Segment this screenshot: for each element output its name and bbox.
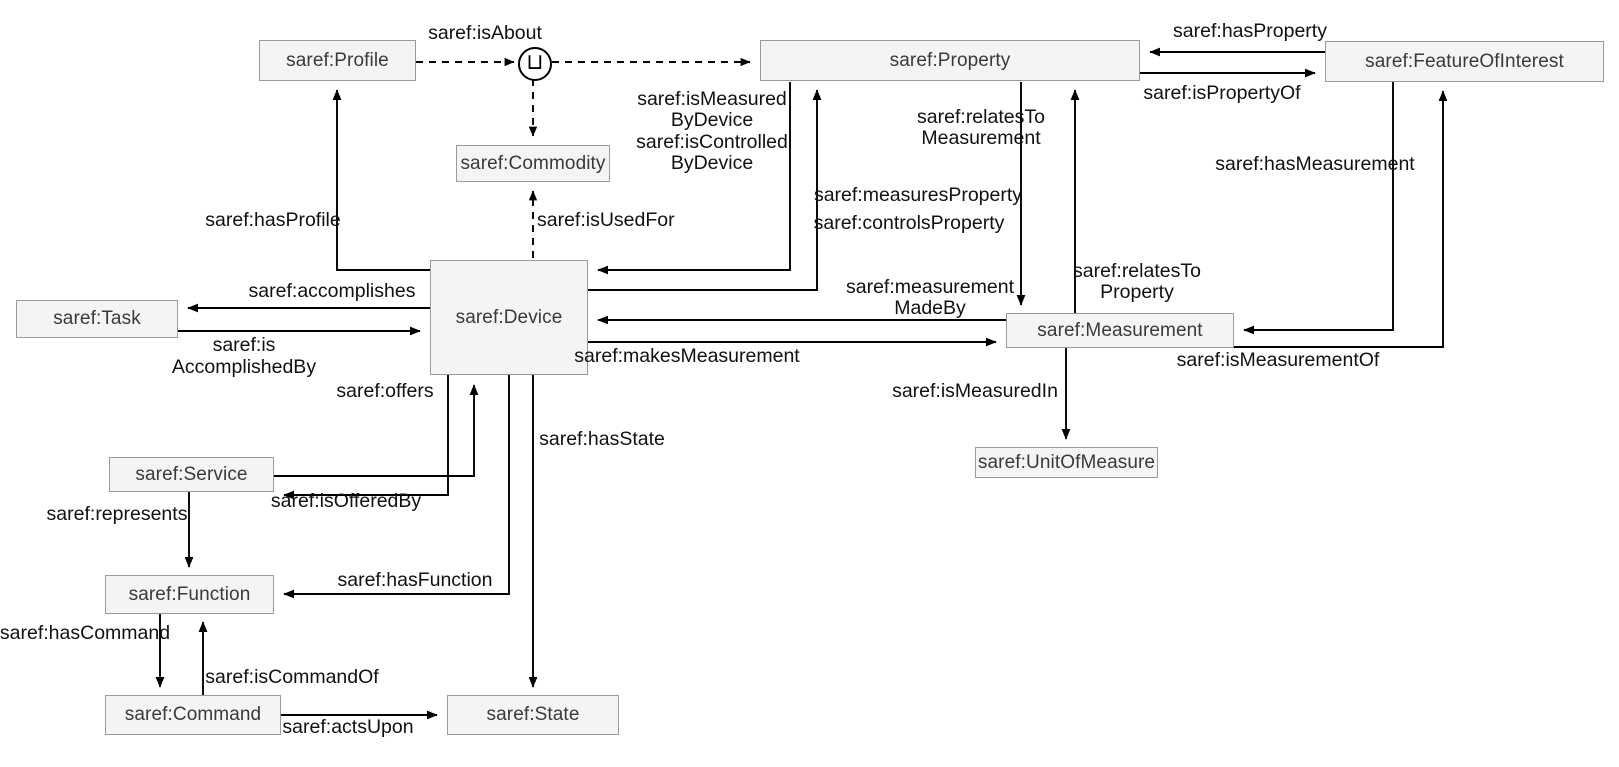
node-label: saref:Device bbox=[455, 306, 563, 328]
node-saref-state[interactable]: saref:State bbox=[447, 695, 619, 735]
edge-hasProfile bbox=[332, 89, 430, 271]
edge-label-controlsProperty: saref:controlsProperty bbox=[813, 212, 1005, 234]
node-saref-device[interactable]: saref:Device bbox=[430, 260, 588, 375]
node-label: saref:Measurement bbox=[1037, 319, 1203, 341]
node-saref-property[interactable]: saref:Property bbox=[760, 40, 1140, 81]
node-label: saref:State bbox=[486, 704, 580, 725]
node-saref-featureofinterest[interactable]: saref:FeatureOfInterest bbox=[1325, 41, 1604, 82]
node-label: saref:Service bbox=[135, 463, 248, 485]
edge-label-isCommandOf: saref:isCommandOf bbox=[205, 666, 379, 688]
edge-label-measurementMadeBy-line2: MadeBy bbox=[894, 297, 966, 319]
node-saref-command[interactable]: saref:Command bbox=[105, 695, 281, 735]
edge-label-hasCommand: saref:hasCommand bbox=[0, 622, 171, 644]
edge-label-isMeasurementOf: saref:isMeasurementOf bbox=[1176, 349, 1380, 371]
union-junction-node[interactable]: ⊔ bbox=[518, 47, 552, 81]
node-label: saref:Command bbox=[124, 704, 262, 725]
node-saref-function[interactable]: saref:Function bbox=[105, 575, 274, 614]
edge-label-represents: saref:represents bbox=[46, 503, 188, 525]
edge-label-isMeasuredIn: saref:isMeasuredIn bbox=[892, 380, 1058, 402]
edge-label-isUsedFor: saref:isUsedFor bbox=[537, 209, 675, 231]
edge-label-actsUpon: saref:actsUpon bbox=[282, 716, 414, 738]
edge-hasFunction bbox=[283, 375, 510, 599]
node-saref-measurement[interactable]: saref:Measurement bbox=[1006, 313, 1234, 348]
node-saref-service[interactable]: saref:Service bbox=[109, 457, 274, 492]
edge-isMeasuredByDevice bbox=[597, 82, 791, 275]
node-label: saref:Commodity bbox=[460, 152, 606, 174]
node-saref-unitofmeasure[interactable]: saref:UnitOfMeasure bbox=[975, 447, 1158, 478]
edge-isMeasurementOf bbox=[1234, 90, 1448, 348]
edge-label-isControlledByDevice-line1: saref:isControlled bbox=[636, 131, 788, 153]
edge-label-relatesToProperty-line1: saref:relatesTo bbox=[1073, 260, 1201, 282]
edge-label-relatesToMeasurement-line1: saref:relatesTo bbox=[917, 106, 1045, 128]
node-label: saref:Property bbox=[889, 49, 1011, 71]
edge-label-isOfferedBy: saref:isOfferedBy bbox=[270, 490, 422, 512]
edge-label-isMeasuredByDevice-line1: saref:isMeasured bbox=[637, 88, 787, 110]
node-saref-task[interactable]: saref:Task bbox=[16, 300, 178, 338]
edge-label-relatesToProperty-line2: Property bbox=[1100, 281, 1174, 303]
edge-label-isAccomplishedBy-line1: saref:is bbox=[212, 334, 276, 356]
edge-label-isPropertyOf: saref:isPropertyOf bbox=[1143, 82, 1301, 104]
edge-label-isAbout: saref:isAbout bbox=[428, 22, 542, 44]
edge-label-hasProfile: saref:hasProfile bbox=[205, 209, 341, 231]
edge-label-accomplishes: saref:accomplishes bbox=[248, 280, 416, 302]
edge-hasMeasurement bbox=[1243, 82, 1394, 335]
edge-label-relatesToMeasurement-line2: Measurement bbox=[921, 127, 1041, 149]
edge-label-offers: saref:offers bbox=[336, 380, 434, 402]
node-label: saref:Task bbox=[53, 308, 141, 329]
edge-isOfferedBy bbox=[274, 384, 479, 477]
edge-label-hasFunction: saref:hasFunction bbox=[337, 569, 493, 591]
edge-label-isControlledByDevice-line2: ByDevice bbox=[670, 152, 754, 174]
edge-label-isMeasuredByDevice-line2: ByDevice bbox=[670, 109, 754, 131]
node-label: saref:UnitOfMeasure bbox=[977, 451, 1156, 473]
union-symbol-icon: ⊔ bbox=[526, 50, 544, 75]
node-saref-commodity[interactable]: saref:Commodity bbox=[456, 145, 610, 182]
node-label: saref:Profile bbox=[286, 49, 389, 71]
edge-label-measurementMadeBy-line1: saref:measurement bbox=[846, 276, 1014, 298]
node-saref-profile[interactable]: saref:Profile bbox=[259, 40, 416, 81]
edge-label-hasState: saref:hasState bbox=[539, 428, 665, 450]
edge-label-isAccomplishedBy-line2: AccomplishedBy bbox=[171, 356, 317, 378]
edge-label-measuresProperty: saref:measuresProperty bbox=[813, 184, 1023, 206]
edge-label-makesMeasurement: saref:makesMeasurement bbox=[574, 345, 800, 367]
edge-measuresProperty bbox=[588, 89, 822, 291]
edge-offers bbox=[283, 375, 449, 500]
edge-label-hasMeasurement: saref:hasMeasurement bbox=[1215, 153, 1415, 175]
node-label: saref:FeatureOfInterest bbox=[1365, 50, 1564, 72]
edge-label-hasProperty: saref:hasProperty bbox=[1173, 20, 1327, 42]
node-label: saref:Function bbox=[128, 583, 251, 605]
